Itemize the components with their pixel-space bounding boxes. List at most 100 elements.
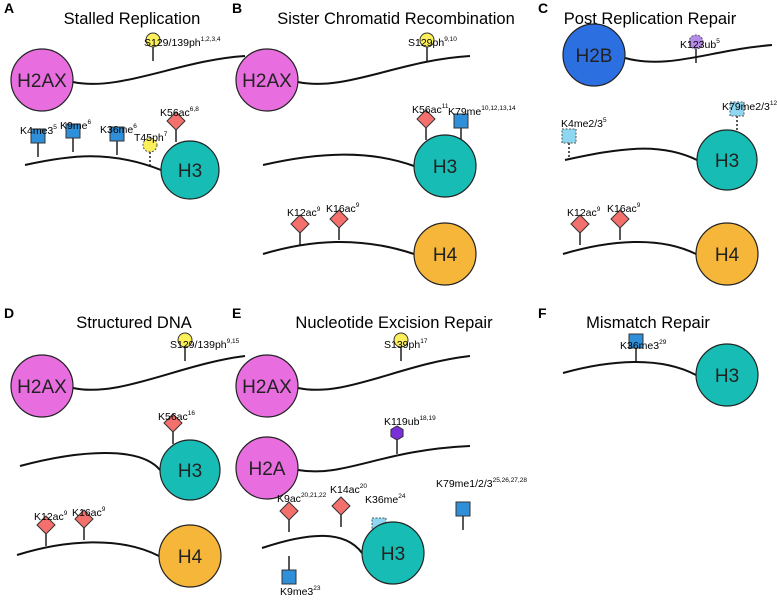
mark-k9me3-square-marker [281, 569, 297, 585]
mark-k9ac-diamond-marker [279, 501, 299, 521]
mark-k79me1-2-3-square-marker [455, 501, 471, 517]
mark-k12ac-citation: 9 [64, 510, 68, 517]
histone-h2ax-label: H2AX [17, 71, 67, 92]
mark-k79me-citation: 10,12,13,14 [481, 105, 516, 112]
panel-letter-a: A [4, 0, 14, 16]
mark-s139ph-label: S139ph17 [384, 338, 428, 351]
mark-k36me-citation: 24 [398, 493, 406, 500]
histone-h2b-circle [562, 23, 626, 87]
mark-k56ac-citation: 11 [442, 103, 449, 110]
histone-h4-label: H4 [433, 245, 458, 266]
mark-s129ph-citation: 9,10 [444, 36, 457, 43]
mark-k123ub-citation: 5 [716, 38, 720, 45]
histone-h3-circle [160, 140, 220, 200]
dna-strand [24, 155, 162, 171]
mark-k9ac-label: K9ac20,21,22 [277, 492, 327, 505]
mark-t45ph-citation: 7 [164, 131, 168, 138]
histone-h2ax-circle [10, 354, 74, 418]
histone-h2a-circle [235, 436, 299, 500]
histone-h3-label: H3 [715, 366, 739, 387]
mark-s129-139ph-circle-marker [177, 332, 193, 348]
mark-k14ac-citation: 20 [360, 483, 368, 490]
mark-k79me2-3-square-marker [729, 101, 745, 117]
mark-k56ac-diamond-marker [163, 413, 183, 433]
histone-h3-label: H3 [178, 461, 202, 482]
histone-h2a-label: H2A [249, 459, 286, 480]
mark-k14ac-diamond-marker [331, 496, 351, 516]
mark-k9me-label: K9me6 [60, 119, 91, 132]
mark-k36me3-label: K36me329 [620, 339, 667, 352]
panel-title-d: Structured DNA [76, 314, 192, 332]
mark-k4me2-3-square-marker [561, 128, 577, 144]
mark-k9me3-label: K9me323 [280, 585, 321, 598]
mark-k12ac-label: K12ac9 [287, 206, 321, 219]
mark-k16ac-diamond-marker [74, 509, 94, 529]
mark-s129-139ph-label: S129/139ph1,2,3,4 [144, 36, 221, 49]
mark-k9me-citation: 6 [87, 119, 91, 126]
dna-strand [297, 445, 471, 473]
mark-k79me1-2-3-label: K79me1/2/325,26,27,28 [436, 477, 527, 490]
mark-k4me3-label: K4me35 [20, 124, 57, 137]
mark-k56ac-label: K56ac11 [412, 103, 449, 116]
mark-k123ub-circle-marker [688, 34, 704, 50]
mark-k79me-square-marker [453, 113, 469, 129]
panel-letter-b: B [232, 0, 242, 16]
mark-k12ac-label: K12ac9 [567, 206, 601, 219]
mark-k12ac-label: K12ac9 [34, 510, 68, 523]
panel-title-b: Sister Chromatid Recombination [277, 10, 515, 28]
mark-k36me3-square-marker [628, 333, 644, 349]
dna-strand [562, 361, 697, 376]
panel-letter-c: C [538, 0, 548, 16]
dna-strand [261, 534, 363, 554]
mark-k123ub-label: K123ub5 [680, 38, 720, 51]
panel-title-e: Nucleotide Excision Repair [295, 314, 493, 332]
histone-h2ax-label: H2AX [17, 377, 67, 398]
mark-k16ac-citation: 9 [102, 506, 106, 513]
histone-h3-label: H3 [381, 544, 405, 565]
histone-h3-circle [159, 439, 221, 501]
mark-k9me3-citation: 23 [313, 585, 321, 592]
mark-k36me3-citation: 29 [659, 339, 667, 346]
mark-k56ac-diamond-marker [166, 111, 186, 131]
panel-letter-e: E [232, 305, 241, 321]
mark-k4me2-3-label: K4me2/35 [561, 117, 607, 130]
mark-k36me-citation: 6 [133, 123, 137, 130]
histone-h2ax-circle [235, 354, 299, 418]
mark-s129-139ph-circle-marker [145, 32, 161, 48]
mark-k9ac-citation: 20,21,22 [301, 492, 327, 499]
dna-strand [16, 541, 160, 557]
histone-h3-circle [361, 521, 425, 585]
mark-k4me3-square-marker [30, 128, 46, 144]
dna-strand [624, 44, 773, 63]
histone-h2ax-circle [235, 48, 299, 112]
panel-title-f: Mismatch Repair [586, 314, 710, 332]
histone-h3-label: H3 [433, 157, 457, 178]
mark-k79me1-2-3-citation: 25,26,27,28 [493, 477, 528, 484]
histone-h4-label: H4 [715, 245, 740, 266]
mark-k4me3-citation: 5 [53, 124, 57, 131]
mark-k16ac-label: K16ac9 [72, 506, 106, 519]
mark-k4me2-3-citation: 5 [603, 117, 607, 124]
mark-s139ph-circle-marker [393, 332, 409, 348]
mark-k36me-label: K36me6 [100, 123, 137, 136]
histone-h2ax-label: H2AX [242, 377, 292, 398]
mark-t45ph-circle-marker [142, 137, 158, 153]
histone-h2ax-label: H2AX [242, 71, 292, 92]
mark-t45ph-label: T45ph7 [134, 131, 168, 144]
